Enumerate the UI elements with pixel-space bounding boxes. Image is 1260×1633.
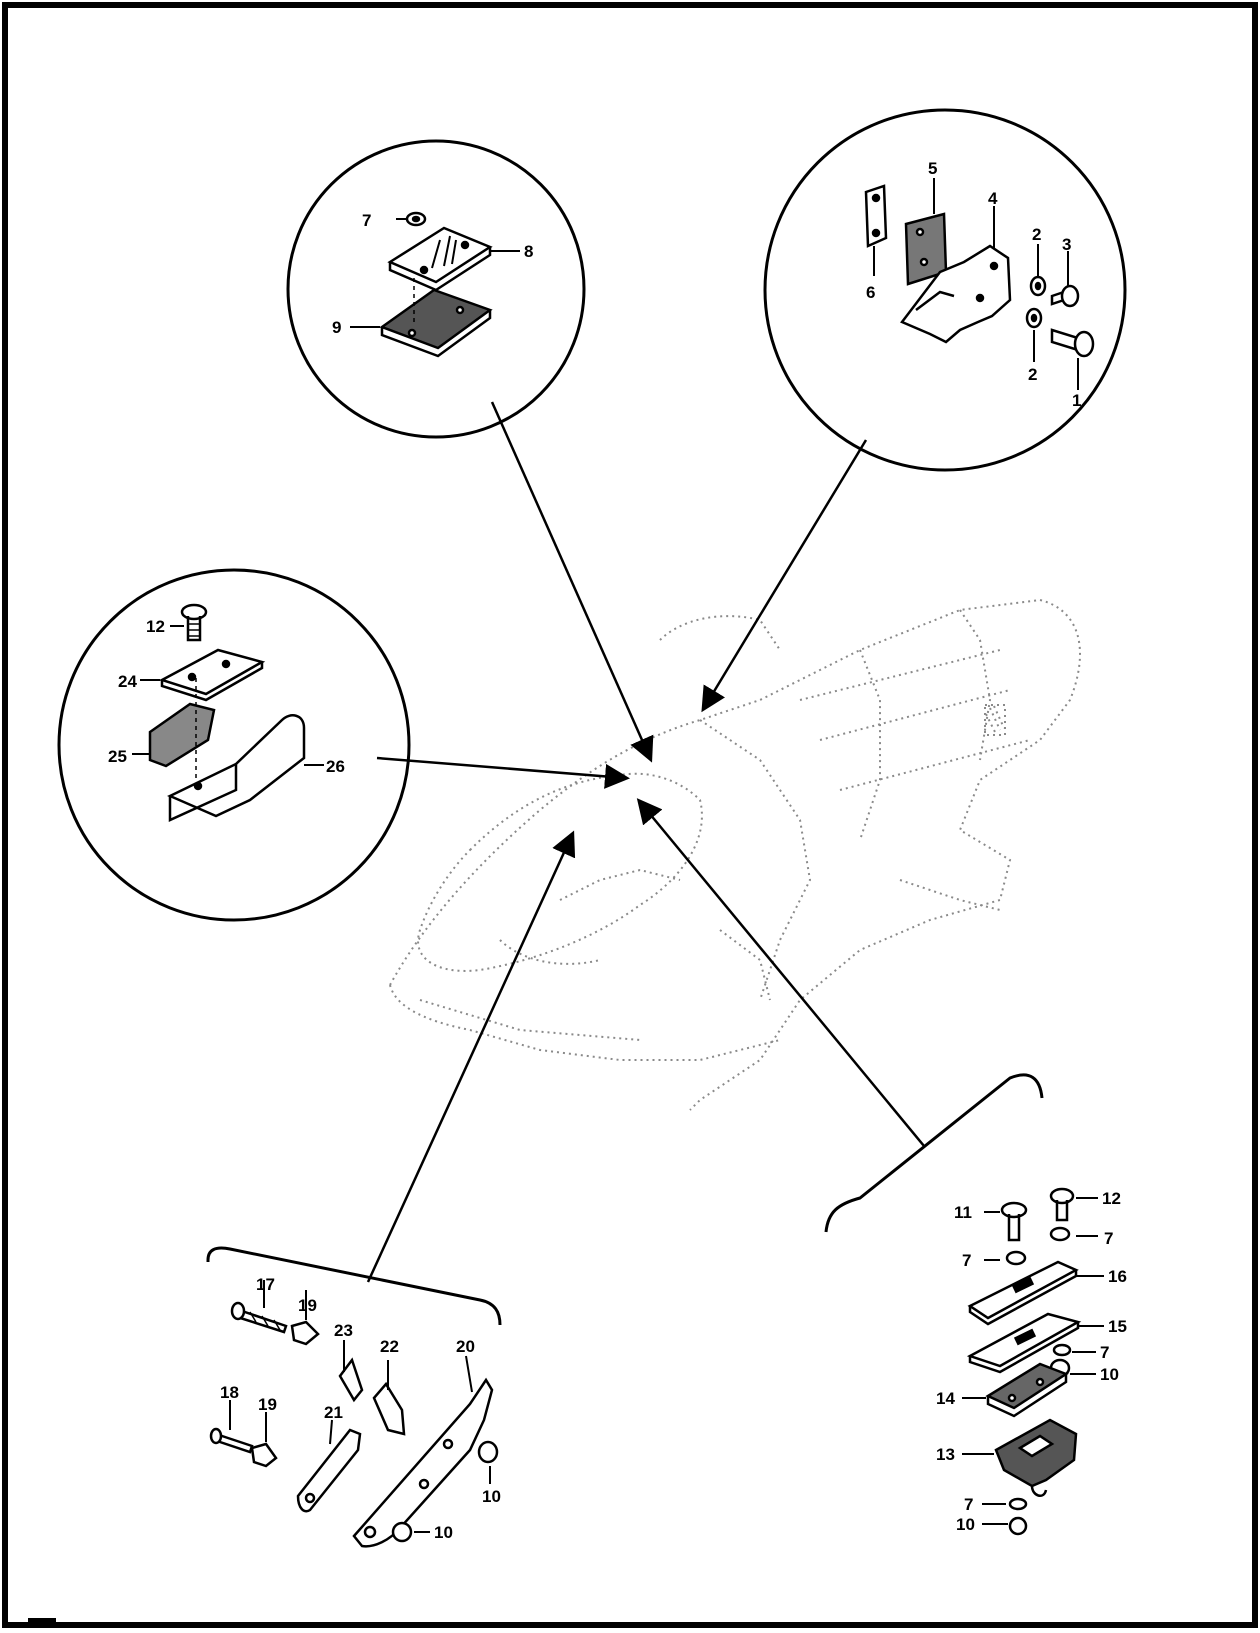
screw-11 (1000, 1201, 1028, 1219)
part-labels: 7 8 9 5 6 4 2 3 2 1 12 24 25 26 17 19 23… (108, 159, 1127, 1542)
label-19b: 19 (258, 1395, 277, 1414)
leader-lower-right (636, 798, 925, 1147)
label-16: 16 (1108, 1267, 1127, 1286)
label-20: 20 (456, 1337, 475, 1356)
shim-25 (148, 702, 216, 768)
label-10d: 10 (956, 1515, 975, 1534)
label-25: 25 (108, 747, 127, 766)
plate-16 (967, 1260, 1079, 1320)
callout-arc-lower-left (206, 1246, 502, 1326)
leader-lines (366, 401, 925, 1283)
cover-plate-8 (387, 226, 493, 284)
callout-circle-upper-right (763, 108, 1127, 472)
label-8: 8 (524, 242, 533, 261)
label-7c: 7 (1100, 1343, 1109, 1362)
label-2a: 2 (1032, 225, 1041, 244)
lower-right-parts (962, 1187, 1104, 1536)
bracket-4 (900, 244, 1012, 344)
label-5: 5 (928, 159, 937, 178)
label-14: 14 (936, 1389, 955, 1408)
left-parts (132, 603, 324, 822)
lower-left-parts (209, 1280, 499, 1548)
label-10b: 10 (434, 1523, 453, 1542)
washer-7d (1008, 1497, 1028, 1511)
label-10c: 10 (1100, 1365, 1119, 1384)
label-11: 11 (954, 1203, 972, 1222)
label-17: 17 (256, 1275, 275, 1294)
label-10a: 10 (482, 1487, 501, 1506)
leader-lower-left (366, 830, 576, 1283)
label-19a: 19 (298, 1296, 317, 1315)
washer-7c (1052, 1343, 1072, 1357)
nut-10b (391, 1521, 413, 1543)
label-21: 21 (324, 1403, 343, 1422)
upper-right-parts (864, 178, 1095, 390)
corner-mark (28, 1618, 56, 1628)
leader-upper-right (701, 439, 868, 713)
label-26: 26 (326, 757, 345, 776)
arm-20 (352, 1377, 494, 1548)
callout-circle-upper-center (286, 139, 586, 439)
label-18: 18 (220, 1383, 239, 1402)
label-3: 3 (1062, 235, 1071, 254)
screw-12b (1049, 1187, 1075, 1205)
nut-10a (477, 1440, 499, 1464)
label-9: 9 (332, 318, 341, 337)
label-12b: 12 (1102, 1189, 1121, 1208)
label-7: 7 (362, 211, 371, 230)
leader-upper-center (490, 401, 654, 763)
label-23: 23 (334, 1321, 353, 1340)
callout-circle-left (57, 568, 411, 922)
link-21 (296, 1428, 362, 1513)
bracket-22 (372, 1381, 406, 1436)
label-2b: 2 (1028, 365, 1037, 384)
upper-center-parts (350, 211, 520, 358)
plate-24 (158, 648, 266, 696)
label-1: 1 (1072, 391, 1081, 410)
label-6: 6 (866, 283, 875, 302)
leader-left (376, 756, 630, 789)
label-12: 12 (146, 617, 165, 636)
shim-6 (864, 184, 888, 248)
label-15: 15 (1108, 1317, 1127, 1336)
label-24: 24 (118, 672, 137, 691)
label-7d: 7 (964, 1495, 973, 1514)
label-4: 4 (988, 189, 998, 208)
nut-10d (1008, 1516, 1028, 1536)
label-22: 22 (380, 1337, 399, 1356)
callout-arc-lower-right (824, 1073, 1044, 1233)
helicopter-ghost-outline (389, 598, 1081, 1111)
washer-7b (1005, 1250, 1027, 1266)
screw-12 (180, 603, 208, 621)
bushing-19b (250, 1442, 278, 1468)
washer-7a (1049, 1226, 1071, 1242)
bushing-19a (290, 1320, 320, 1346)
pad-9 (379, 288, 493, 350)
spacer-23 (338, 1357, 364, 1403)
label-7a: 7 (1104, 1229, 1113, 1248)
label-7b: 7 (962, 1251, 971, 1270)
label-13: 13 (936, 1445, 955, 1464)
